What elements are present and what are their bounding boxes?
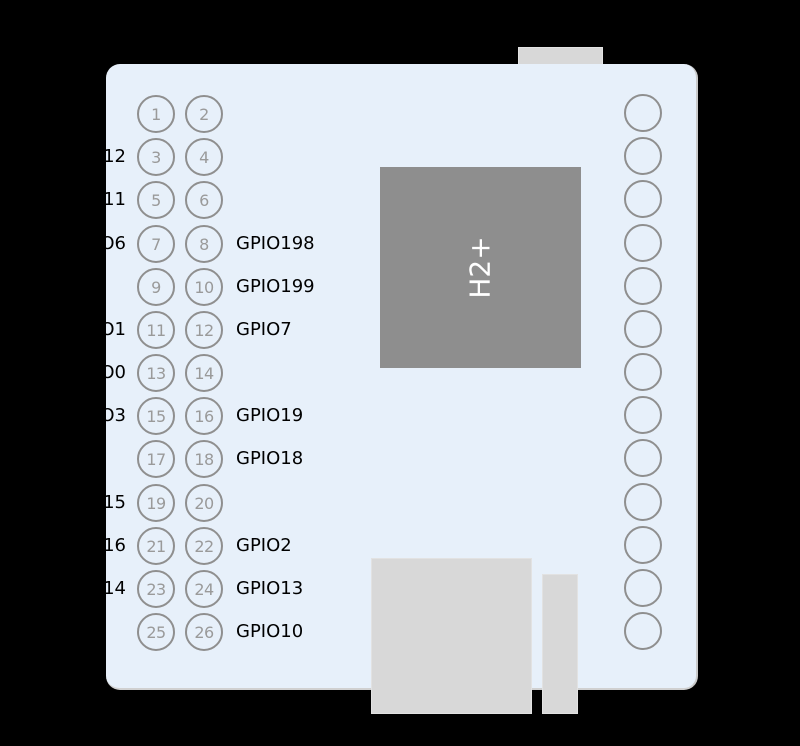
pin-label-left: GPIO14: [58, 578, 126, 599]
header-pin[interactable]: 26: [185, 613, 223, 651]
diagram-title: Orange Pi Zero GPIO Pin: [140, 14, 454, 43]
pin-label-left: GPIO0: [70, 362, 126, 383]
header-pin[interactable]: 18: [185, 440, 223, 478]
side-pin[interactable]: [624, 569, 662, 607]
header-pin[interactable]: 7: [137, 225, 175, 263]
side-pin[interactable]: [624, 483, 662, 521]
side-pin[interactable]: [624, 526, 662, 564]
header-pin[interactable]: 4: [185, 138, 223, 176]
header-pin[interactable]: 22: [185, 527, 223, 565]
pin-label-right: GPIO2: [236, 535, 292, 556]
pin-label-left: GPIO1: [70, 319, 126, 340]
side-pin[interactable]: [624, 94, 662, 132]
chip-label: H2+: [464, 236, 497, 299]
header-pin[interactable]: 21: [137, 527, 175, 565]
small-connector: [542, 574, 578, 714]
pin-label-right: GPIO10: [236, 621, 304, 642]
header-pin[interactable]: 11: [137, 311, 175, 349]
pin-label-left: GPIO12: [58, 146, 126, 167]
header-pin[interactable]: 13: [137, 354, 175, 392]
header-pin[interactable]: 3: [137, 138, 175, 176]
header-pin[interactable]: 17: [137, 440, 175, 478]
header-pin[interactable]: 15: [137, 397, 175, 435]
header-pin[interactable]: 12: [185, 311, 223, 349]
side-pin[interactable]: [624, 224, 662, 262]
header-pin[interactable]: 5: [137, 181, 175, 219]
side-pin[interactable]: [624, 310, 662, 348]
header-pin[interactable]: 9: [137, 268, 175, 306]
side-pin[interactable]: [624, 612, 662, 650]
header-pin[interactable]: 23: [137, 570, 175, 608]
pin-label-right: GPIO19: [236, 405, 304, 426]
pin-label-left: GPIO15: [58, 492, 126, 513]
pin-label-right: GPIO198: [236, 233, 315, 254]
header-pin[interactable]: 10: [185, 268, 223, 306]
pin-label-right: GPIO13: [236, 578, 304, 599]
header-pin[interactable]: 25: [137, 613, 175, 651]
header-pin[interactable]: 2: [185, 95, 223, 133]
header-pin[interactable]: 1: [137, 95, 175, 133]
header-pin[interactable]: 6: [185, 181, 223, 219]
pin-label-left: GPIO3: [70, 405, 126, 426]
pin-label-left: GPIO16: [58, 535, 126, 556]
side-pin[interactable]: [624, 180, 662, 218]
header-pin[interactable]: 24: [185, 570, 223, 608]
pin-label-right: GPIO199: [236, 276, 315, 297]
header-pin[interactable]: 14: [185, 354, 223, 392]
header-pin[interactable]: 20: [185, 484, 223, 522]
side-pin[interactable]: [624, 396, 662, 434]
soc-chip: H2+: [380, 167, 581, 368]
side-pin[interactable]: [624, 353, 662, 391]
pin-label-right: GPIO18: [236, 448, 304, 469]
side-pin[interactable]: [624, 267, 662, 305]
side-pin[interactable]: [624, 137, 662, 175]
header-pin[interactable]: 19: [137, 484, 175, 522]
side-pin[interactable]: [624, 439, 662, 477]
header-pin[interactable]: 8: [185, 225, 223, 263]
pin-label-left: GPIO6: [70, 233, 126, 254]
ethernet-port: [371, 558, 532, 714]
pin-label-right: GPIO7: [236, 319, 292, 340]
header-pin[interactable]: 16: [185, 397, 223, 435]
pin-label-left: GPIO11: [58, 189, 126, 210]
